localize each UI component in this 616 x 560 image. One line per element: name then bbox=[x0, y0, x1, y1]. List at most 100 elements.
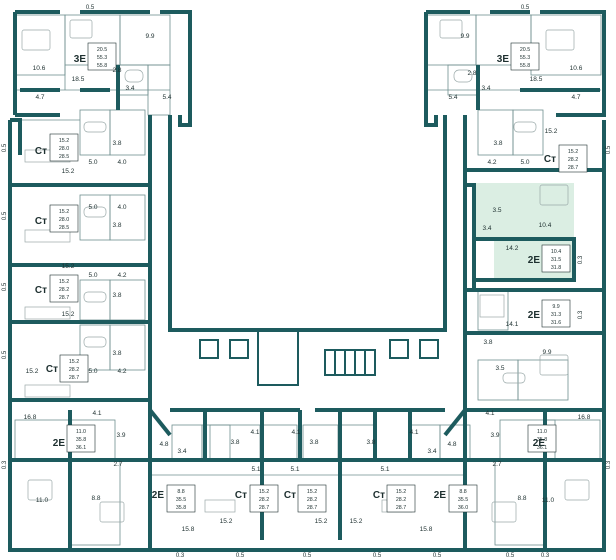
unit-stat: 35.8 bbox=[76, 437, 86, 443]
unit-left-studio-1[interactable]: Ст 15.2 28.0 28.5 3.8 5.0 4.0 15.2 0.5 bbox=[2, 138, 127, 175]
unit-right-mid[interactable]: 2Е 9.9 31.3 31.6 14.1 3.8 9.9 3.5 0.3 bbox=[483, 304, 584, 372]
balcony-area: 0.5 bbox=[2, 282, 8, 291]
room-area: 15.8 bbox=[420, 526, 433, 533]
unit-top-left[interactable]: 3Е 20.5 55.3 55.8 9.9 10.6 18.5 2.8 4.7 … bbox=[33, 5, 172, 101]
room-area: 3.8 bbox=[493, 140, 502, 147]
room-area: 4.7 bbox=[35, 94, 44, 101]
unit-type: Ст bbox=[35, 285, 47, 296]
room-area: 4.7 bbox=[571, 94, 580, 101]
unit-bottom-2e-left[interactable]: 2Е 8.8 35.5 35.8 4.8 3.4 15.8 bbox=[152, 441, 195, 533]
balcony-area: 0.5 bbox=[433, 553, 442, 559]
unit-left-studio-2[interactable]: Ст 15.2 28.0 28.5 3.8 5.0 4.0 15.2 0.5 bbox=[2, 204, 127, 270]
unit-type: Ст bbox=[35, 146, 47, 157]
unit-bottom-2e-right[interactable]: 2Е 8.8 35.5 36.0 4.8 3.4 15.8 bbox=[420, 441, 469, 533]
room-area: 5.0 bbox=[88, 204, 97, 211]
unit-info-boxes bbox=[49, 42, 588, 513]
unit-stat: 8.8 bbox=[459, 489, 466, 495]
room-area: 5.4 bbox=[448, 94, 457, 101]
unit-stat: 31.3 bbox=[551, 312, 561, 318]
room-area: 5.1 bbox=[290, 466, 299, 473]
balcony-area: 0.5 bbox=[303, 553, 312, 559]
unit-bottom-studio-1[interactable]: Ст 15.2 28.2 28.7 3.8 5.1 15.2 4.1 bbox=[220, 429, 270, 525]
room-area: 4.1 bbox=[485, 410, 494, 417]
room-area: 3.8 bbox=[366, 439, 375, 446]
unit-stat: 15.2 bbox=[307, 489, 317, 495]
room-area: 2.7 bbox=[113, 461, 122, 468]
room-area: 5.0 bbox=[88, 272, 97, 279]
bottom-balconies: 0.3 0.5 0.5 0.5 0.5 0.5 0.3 bbox=[176, 553, 550, 559]
unit-stat: 35.5 bbox=[176, 497, 186, 503]
unit-left-studio-4[interactable]: Ст 15.2 28.2 28.7 3.8 5.0 4.2 15.2 0.5 bbox=[2, 350, 127, 381]
balcony-area: 0.3 bbox=[578, 310, 584, 319]
unit-bottom-left-corner[interactable]: 2Е 11.0 35.8 36.1 16.8 4.1 3.9 2.7 11.0 … bbox=[2, 410, 126, 504]
furniture bbox=[21, 19, 590, 523]
room-area: 5.0 bbox=[88, 159, 97, 166]
unit-stat: 15.2 bbox=[396, 489, 406, 495]
room-area: 3.4 bbox=[427, 448, 436, 455]
unit-type: 3Е bbox=[74, 54, 87, 65]
unit-stat: 20.5 bbox=[97, 47, 107, 53]
balcony-area: 0.5 bbox=[2, 211, 8, 220]
unit-type: 2Е bbox=[152, 490, 165, 501]
room-area: 15.2 bbox=[350, 518, 363, 525]
balcony-area: 0.3 bbox=[2, 460, 8, 469]
room-area: 3.4 bbox=[482, 225, 491, 232]
walls bbox=[8, 10, 606, 552]
room-area: 4.0 bbox=[117, 159, 126, 166]
unit-stat: 28.2 bbox=[259, 497, 269, 503]
unit-right-highlight[interactable]: 2Е 10.4 31.5 31.8 3.5 10.4 3.4 14.2 0.3 bbox=[482, 207, 584, 271]
unit-left-studio-3[interactable]: Ст 15.2 28.2 28.7 3.8 5.0 4.2 15.2 0.5 bbox=[2, 272, 127, 318]
room-area: 14.2 bbox=[506, 245, 519, 252]
unit-bottom-right-corner[interactable]: 2Е 11.0 35.8 36.1 16.8 4.1 3.9 2.7 11.0 … bbox=[485, 410, 612, 504]
stair-core bbox=[199, 329, 439, 386]
room-area: 9.9 bbox=[145, 33, 154, 40]
room-area: 4.8 bbox=[447, 441, 456, 448]
room-area: 16.8 bbox=[578, 414, 591, 421]
unit-type: 2Е bbox=[533, 438, 546, 449]
unit-stat: 15.2 bbox=[59, 138, 69, 144]
room-area: 16.8 bbox=[24, 414, 37, 421]
unit-stat: 28.2 bbox=[69, 367, 79, 373]
unit-type: 2Е bbox=[434, 490, 447, 501]
room-area: 15.8 bbox=[182, 526, 195, 533]
room-area: 8.8 bbox=[517, 495, 526, 502]
room-area: 4.1 bbox=[92, 410, 101, 417]
unit-stat: 55.8 bbox=[97, 63, 107, 69]
room-area: 15.2 bbox=[62, 168, 75, 175]
unit-bottom-studio-2[interactable]: Ст 15.2 28.2 28.7 3.8 5.1 15.2 4.1 bbox=[284, 429, 328, 525]
room-area: 3.9 bbox=[116, 432, 125, 439]
unit-stat: 28.2 bbox=[396, 497, 406, 503]
unit-stat: 28.7 bbox=[396, 505, 406, 511]
room-area: 2.8 bbox=[467, 70, 476, 77]
room-area: 9.9 bbox=[542, 349, 551, 356]
unit-stat: 28.0 bbox=[59, 146, 69, 152]
unit-stat: 28.2 bbox=[568, 157, 578, 163]
unit-stat: 28.7 bbox=[568, 165, 578, 171]
unit-bottom-studio-3[interactable]: Ст 15.2 28.2 28.7 3.8 5.1 15.2 4.1 bbox=[350, 429, 419, 525]
unit-stat: 11.0 bbox=[537, 429, 547, 435]
unit-stat: 28.7 bbox=[259, 505, 269, 511]
room-area: 3.8 bbox=[112, 350, 121, 357]
unit-stat: 9.9 bbox=[552, 304, 559, 310]
balcony-area: 0.5 bbox=[236, 553, 245, 559]
room-area: 3.8 bbox=[112, 292, 121, 299]
room-area: 4.2 bbox=[487, 159, 496, 166]
room-area: 3.4 bbox=[481, 85, 490, 92]
unit-stat: 36.1 bbox=[76, 445, 86, 451]
unit-type: Ст bbox=[373, 490, 385, 501]
unit-stat: 31.8 bbox=[551, 265, 561, 271]
unit-stat: 28.2 bbox=[59, 287, 69, 293]
unit-stat: 15.2 bbox=[59, 279, 69, 285]
room-area: 15.2 bbox=[62, 311, 75, 318]
unit-stat: 55.3 bbox=[520, 55, 530, 61]
room-area: 15.2 bbox=[220, 518, 233, 525]
unit-stat: 20.5 bbox=[520, 47, 530, 53]
unit-stat: 36.0 bbox=[458, 505, 468, 511]
unit-top-right[interactable]: 3Е 20.5 55.3 55.8 9.9 10.6 18.5 2.8 4.7 … bbox=[448, 5, 582, 101]
room-area: 10.4 bbox=[539, 222, 552, 229]
unit-stat: 35.5 bbox=[458, 497, 468, 503]
room-area: 3.8 bbox=[230, 439, 239, 446]
unit-right-studio[interactable]: Ст 15.2 28.2 28.7 3.8 4.2 5.0 15.2 0.5 bbox=[487, 128, 612, 171]
balcony-area: 0.3 bbox=[541, 553, 550, 559]
unit-type: 2Е bbox=[528, 310, 541, 321]
